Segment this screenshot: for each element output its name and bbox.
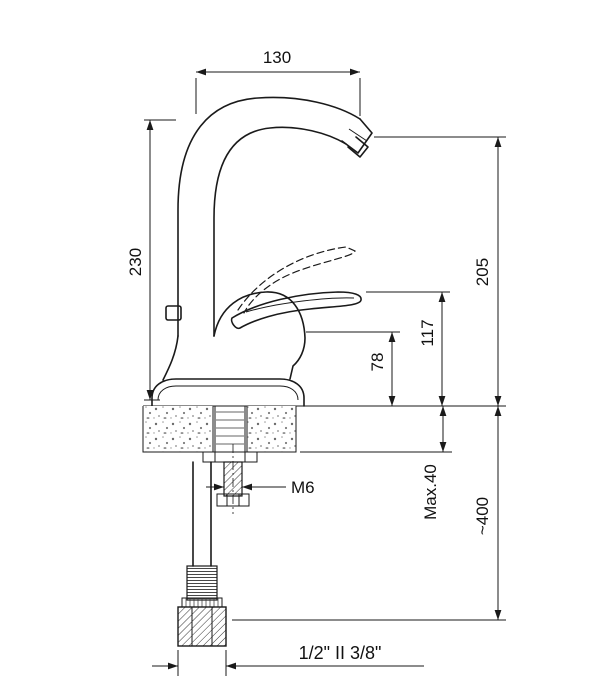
dim-130-label: 130 xyxy=(263,48,291,67)
spout-outer-curve xyxy=(177,96,361,337)
lever-handle-ridge xyxy=(245,297,355,313)
supply-hose-group xyxy=(177,461,227,647)
faucet-body-group xyxy=(151,96,373,407)
dim-m6-label: M6 xyxy=(291,478,315,497)
spout-nozzle xyxy=(341,118,373,154)
hose-nut-facets xyxy=(191,607,213,646)
body-badge xyxy=(165,305,182,321)
hose-end-nut xyxy=(177,606,227,647)
dim-connection-label: 1/2" II 3/8" xyxy=(299,643,382,663)
cartridge-dome xyxy=(213,291,306,380)
aerator-cap xyxy=(347,136,369,158)
mounting-hardware-group xyxy=(202,406,258,514)
hose-tube xyxy=(192,461,212,567)
lever-handle-solid xyxy=(230,291,362,330)
lever-handle-raised-dashed xyxy=(237,246,356,314)
dim-117-label: 117 xyxy=(418,319,437,346)
shank-thread-ticks xyxy=(216,411,244,445)
base-flange xyxy=(151,378,305,407)
dim-400-label: ~400 xyxy=(473,497,492,535)
dim-205-label: 205 xyxy=(473,258,492,286)
dim-130-extensions xyxy=(195,78,361,116)
dim-78-label: 78 xyxy=(368,353,387,372)
dim-230-label: 230 xyxy=(126,248,145,276)
dim-max40-label: Max.40 xyxy=(421,464,440,520)
countertop-left-edges xyxy=(142,406,214,453)
aerator-line xyxy=(348,128,368,142)
hose-crimp-ferrule xyxy=(186,565,218,601)
m6-stud-foot xyxy=(216,493,250,507)
spout-inner-curve xyxy=(213,126,347,337)
countertop-right-edges xyxy=(246,406,297,453)
mounting-flange xyxy=(202,451,258,463)
hose-collar-knurl xyxy=(185,598,219,607)
countertop-left-block xyxy=(143,406,213,452)
dimension-lines-group: 130 230 205 117 78 Max.40 ~400 M6 xyxy=(126,48,506,676)
body-left-side xyxy=(162,335,179,381)
countertop-right-block xyxy=(247,406,296,452)
threaded-shank xyxy=(214,406,246,452)
dim-230-extensions xyxy=(144,119,176,401)
base-inner-contour xyxy=(157,385,299,401)
dim-connection-extensions xyxy=(177,650,227,676)
countertop-section xyxy=(142,405,506,453)
